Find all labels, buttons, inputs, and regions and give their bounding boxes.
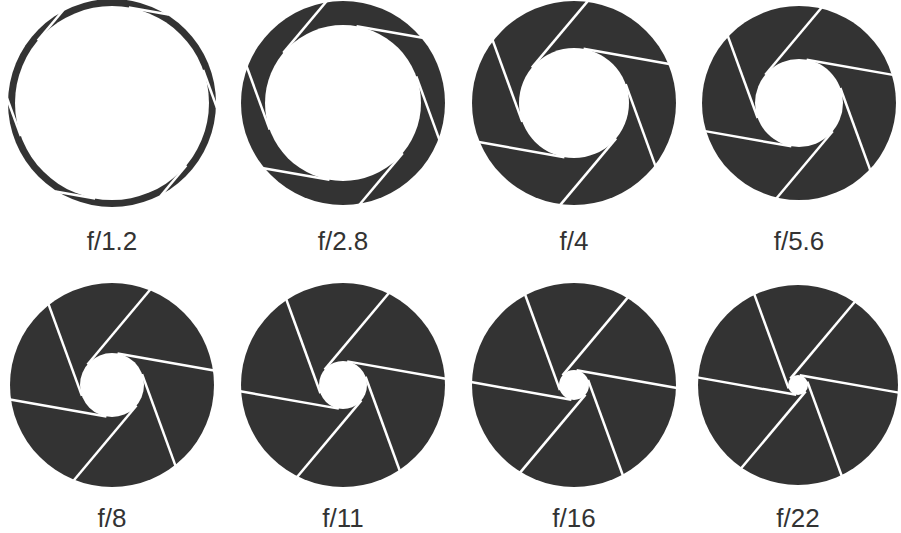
blade-edge <box>754 293 789 389</box>
blade-edge <box>477 142 564 157</box>
blade-edge <box>118 353 216 370</box>
blade-edge <box>359 153 403 205</box>
blade-edge <box>790 300 856 378</box>
aperture-diaphragm <box>9 283 216 487</box>
aperture-opening <box>15 6 209 200</box>
aperture-diaphragm <box>470 283 679 487</box>
blade-edge <box>347 361 447 379</box>
blade-edge <box>626 84 656 167</box>
blade-edge <box>740 391 806 469</box>
lens-barrel <box>10 283 214 487</box>
aperture-diaphragm <box>239 283 448 487</box>
blade-edge <box>416 76 439 140</box>
blade-edge <box>765 7 822 75</box>
f-number-label: f/2.8 <box>318 228 369 254</box>
blade-edge <box>129 7 169 14</box>
blade-edge <box>704 131 792 146</box>
blade-edge <box>203 70 217 108</box>
blade-edge <box>563 296 629 375</box>
blade-edge <box>559 138 616 206</box>
blade-edge <box>142 374 176 467</box>
blade-edge <box>807 60 895 75</box>
f-number-label: f/22 <box>776 505 819 531</box>
aperture-diaphragm <box>696 285 900 485</box>
blade-edge <box>470 382 572 400</box>
blade-edge <box>492 39 522 122</box>
lens-barrel <box>702 6 896 200</box>
blade-edge <box>9 399 107 416</box>
blade-edge <box>246 65 269 129</box>
blade-edge <box>366 377 401 473</box>
blade-edge <box>55 192 95 199</box>
blade-edge <box>727 34 757 118</box>
lens-barrel <box>8 0 216 207</box>
blade-edge <box>48 303 82 396</box>
blade-edge <box>840 88 870 172</box>
blade-edge <box>588 380 623 477</box>
aperture-diaphragm <box>7 0 217 207</box>
f-number-label: f/11 <box>322 505 363 531</box>
blade-edge <box>325 292 390 370</box>
blade-edge <box>283 0 327 52</box>
blade-edge <box>7 98 21 136</box>
blade-edge <box>239 391 339 409</box>
lens-barrel <box>472 283 676 487</box>
blade-edge <box>519 395 585 474</box>
aperture-diaphragm <box>241 0 445 205</box>
blade-edge <box>160 165 186 196</box>
blade-edge <box>262 168 329 180</box>
blade-edge <box>696 377 796 395</box>
lens-barrel <box>241 1 445 205</box>
lens-barrel <box>472 1 676 205</box>
blade-edge <box>584 49 671 64</box>
blade-edge <box>800 375 900 393</box>
lens-barrel <box>241 283 445 487</box>
blade-edge <box>775 131 832 199</box>
blade-edge <box>286 298 321 394</box>
blade-edge <box>532 0 589 68</box>
blade-edge <box>525 293 560 390</box>
f-number-label: f/5.6 <box>774 228 825 254</box>
blade-edge <box>807 382 842 478</box>
f-number-label: f/16 <box>552 505 595 531</box>
f-number-label: f/1.2 <box>87 228 138 254</box>
f-number-label: f/4 <box>560 228 589 254</box>
blade-edge <box>357 26 424 38</box>
blade-edge <box>577 370 679 388</box>
lens-barrel <box>698 285 898 485</box>
aperture-diaphragm <box>472 0 676 206</box>
blade-edge <box>38 10 64 41</box>
blade-edge <box>296 400 361 478</box>
aperture-diaphragm <box>702 6 896 200</box>
f-number-label: f/8 <box>98 505 127 531</box>
